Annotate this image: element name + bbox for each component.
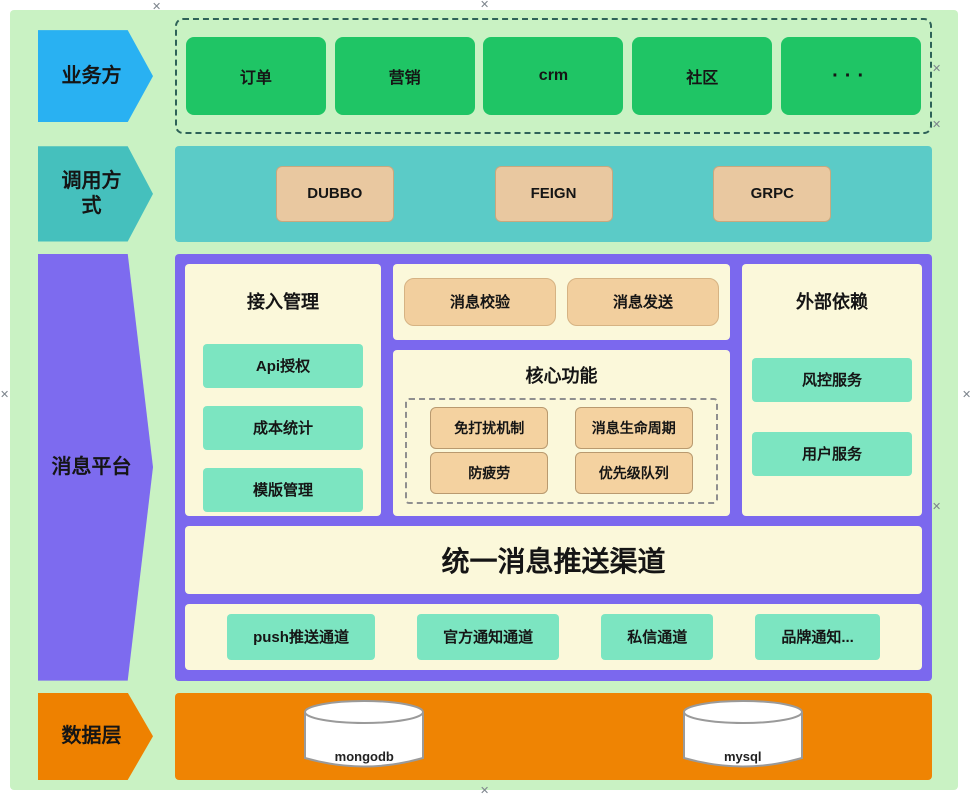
external-node-label: 风控服务 — [801, 372, 862, 390]
invoke-node-label: DUBBO — [307, 185, 363, 203]
business-node-label: 订单 — [239, 70, 272, 88]
core-node-label: 免打扰机制 — [454, 420, 525, 437]
business-node[interactable]: 营销 — [334, 37, 475, 116]
invocation-layer-row: 调用方式 DUBBO FEIGN GRPC — [38, 146, 932, 242]
business-container[interactable]: 订单 营销 crm 社区 ··· — [175, 18, 932, 135]
access-node-label: Api授权 — [255, 358, 311, 376]
selection-handle-icon: ✕ — [480, 785, 490, 797]
business-layer-label[interactable]: 业务方 — [38, 30, 153, 123]
core-node[interactable]: 消息生命周期 — [574, 407, 693, 450]
business-node-label: ··· — [832, 64, 871, 87]
business-label-col: 业务方 — [38, 18, 153, 134]
business-node[interactable]: 社区 — [632, 37, 773, 116]
access-panel-title: 接入管理 — [247, 291, 319, 312]
database-cylinder-icon — [304, 700, 425, 768]
channel-node-label: push推送通道 — [253, 629, 349, 647]
selection-handle-icon: ✕ — [962, 389, 972, 401]
business-node-label: 营销 — [388, 70, 421, 88]
channel-node[interactable]: 私信通道 — [601, 613, 714, 660]
unified-channel-bar-label: 统一消息推送渠道 — [441, 545, 666, 577]
data-layer-label-text: 数据层 — [61, 724, 122, 747]
pipeline-panel[interactable]: 消息校验 消息发送 — [393, 263, 730, 340]
core-node-label: 防疲劳 — [468, 465, 511, 482]
channel-node[interactable]: 品牌通知... — [755, 613, 880, 660]
core-node[interactable]: 免打扰机制 — [430, 407, 549, 450]
database-mongodb[interactable]: mongodb — [302, 699, 426, 773]
selection-handle-icon: ✕ — [152, 1, 162, 13]
business-node-label: 社区 — [686, 70, 719, 88]
access-node[interactable]: Api授权 — [203, 343, 363, 388]
pipeline-node-label: 消息发送 — [612, 294, 673, 312]
data-container[interactable]: mongodb mysql — [175, 692, 932, 780]
channel-node-label: 品牌通知... — [781, 629, 854, 647]
data-layer-row: 数据层 mongodb mysql — [38, 692, 932, 780]
external-node[interactable]: 用户服务 — [752, 431, 912, 476]
core-panel[interactable]: 核心功能 免打扰机制 消息生命周期 防疲劳 优先级队列 — [393, 349, 730, 516]
business-node-more[interactable]: ··· — [781, 37, 922, 116]
invoke-node-label: GRPC — [750, 185, 794, 203]
data-label-col: 数据层 — [38, 692, 153, 780]
access-node-label: 成本统计 — [252, 420, 313, 438]
platform-label-col: 消息平台 — [38, 253, 153, 681]
database-mysql[interactable]: mysql — [681, 699, 805, 773]
selection-handle-icon: ✕ — [0, 389, 10, 401]
core-node[interactable]: 防疲劳 — [430, 452, 549, 495]
platform-container[interactable]: 接入管理 Api授权 成本统计 模版管理 消息校验 消息发送 核心功能 — [175, 253, 932, 681]
selection-handle-icon: ✕ — [932, 63, 942, 75]
diagram-canvas: 业务方 订单 营销 crm 社区 ··· 调用方式 DUBBO FEIGN GR… — [10, 10, 958, 790]
business-layer-label-text: 业务方 — [61, 64, 122, 87]
platform-layer-row: 消息平台 接入管理 Api授权 成本统计 模版管理 消息校验 消息发送 — [38, 253, 932, 681]
external-node-stack: 风控服务 用户服务 — [752, 357, 912, 476]
business-node[interactable]: crm — [483, 37, 624, 116]
external-panel-title: 外部依赖 — [796, 291, 868, 312]
channel-node-label: 官方通知通道 — [443, 629, 534, 647]
invoke-node-dubbo[interactable]: DUBBO — [275, 165, 394, 222]
database-label: mongodb — [334, 749, 394, 765]
channel-node-label: 私信通道 — [627, 629, 688, 647]
data-layer-label[interactable]: 数据层 — [38, 692, 153, 780]
channels-strip[interactable]: push推送通道 官方通知通道 私信通道 品牌通知... — [185, 603, 922, 670]
access-node-label: 模版管理 — [252, 482, 313, 500]
invocation-label-col: 调用方式 — [38, 146, 153, 242]
pipeline-node[interactable]: 消息发送 — [567, 277, 719, 326]
platform-layer-label-text: 消息平台 — [51, 455, 132, 478]
access-node[interactable]: 成本统计 — [203, 405, 363, 450]
selection-handle-icon: ✕ — [480, 0, 490, 11]
access-node[interactable]: 模版管理 — [203, 467, 363, 512]
access-panel[interactable]: 接入管理 Api授权 成本统计 模版管理 — [185, 263, 381, 516]
invoke-node-grpc[interactable]: GRPC — [713, 165, 832, 222]
channel-node[interactable]: push推送通道 — [227, 613, 375, 660]
invocation-container[interactable]: DUBBO FEIGN GRPC — [175, 146, 932, 242]
platform-middle-column: 消息校验 消息发送 核心功能 免打扰机制 消息生命周期 防疲劳 优先级队列 — [393, 263, 730, 516]
platform-layer-label[interactable]: 消息平台 — [38, 253, 153, 681]
external-node-label: 用户服务 — [801, 446, 862, 464]
business-node-label: crm — [538, 67, 569, 85]
core-panel-title: 核心功能 — [525, 365, 598, 386]
invocation-layer-label-text: 调用方式 — [61, 169, 122, 217]
database-cylinder-icon — [682, 700, 803, 768]
core-node[interactable]: 优先级队列 — [574, 452, 693, 495]
selection-handle-icon: ✕ — [932, 501, 942, 513]
core-node-label: 优先级队列 — [598, 465, 669, 482]
selection-handle-icon: ✕ — [932, 119, 942, 131]
external-panel[interactable]: 外部依赖 风控服务 用户服务 — [742, 263, 922, 516]
platform-top-section: 接入管理 Api授权 成本统计 模版管理 消息校验 消息发送 核心功能 — [185, 263, 922, 516]
invoke-node-label: FEIGN — [530, 185, 577, 203]
invocation-layer-label[interactable]: 调用方式 — [38, 146, 153, 242]
external-node[interactable]: 风控服务 — [752, 357, 912, 402]
access-node-stack: Api授权 成本统计 模版管理 — [203, 343, 363, 512]
core-node-label: 消息生命周期 — [591, 420, 676, 437]
database-label: mysql — [723, 749, 762, 765]
channel-node[interactable]: 官方通知通道 — [417, 613, 560, 660]
unified-channel-bar[interactable]: 统一消息推送渠道 — [185, 525, 922, 594]
pipeline-node[interactable]: 消息校验 — [404, 277, 556, 326]
business-layer-row: 业务方 订单 营销 crm 社区 ··· — [38, 18, 932, 135]
invoke-node-feign[interactable]: FEIGN — [494, 165, 613, 222]
pipeline-node-label: 消息校验 — [449, 294, 510, 312]
business-node[interactable]: 订单 — [185, 37, 326, 116]
core-dashed-box: 免打扰机制 消息生命周期 防疲劳 优先级队列 — [405, 397, 718, 504]
